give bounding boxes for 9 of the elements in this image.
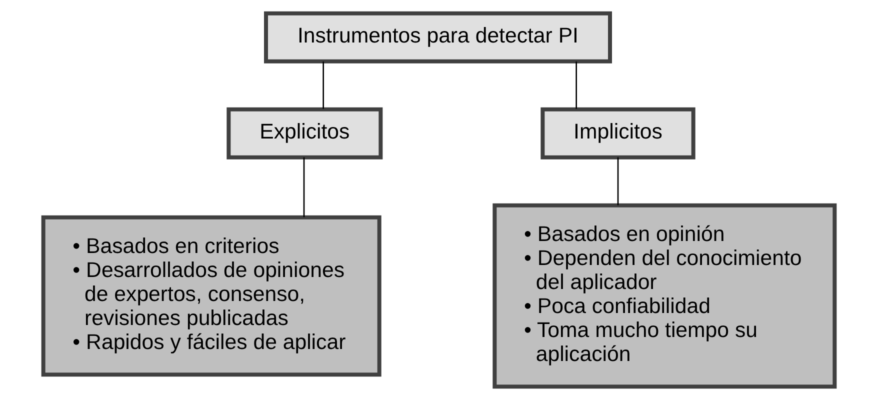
connector <box>617 157 619 206</box>
connector <box>322 62 324 109</box>
node-box: Implicitos <box>540 107 696 160</box>
node-box: • Basados en opinión • Dependen del conocimiento del aplicador • Poca confiabilidad • Toma mucho tiempo su aplicación <box>492 203 837 389</box>
node-box: • Basados en criterios • Desarrollados de opiniones de expertos, consenso, revisiones publicadas • Rapidos y fáciles de aplicar <box>41 215 382 377</box>
connector <box>303 157 305 218</box>
node-box: Explicitos <box>226 107 383 160</box>
connector <box>576 62 577 109</box>
node-box: Instrumentos para detectar PI <box>264 11 612 64</box>
